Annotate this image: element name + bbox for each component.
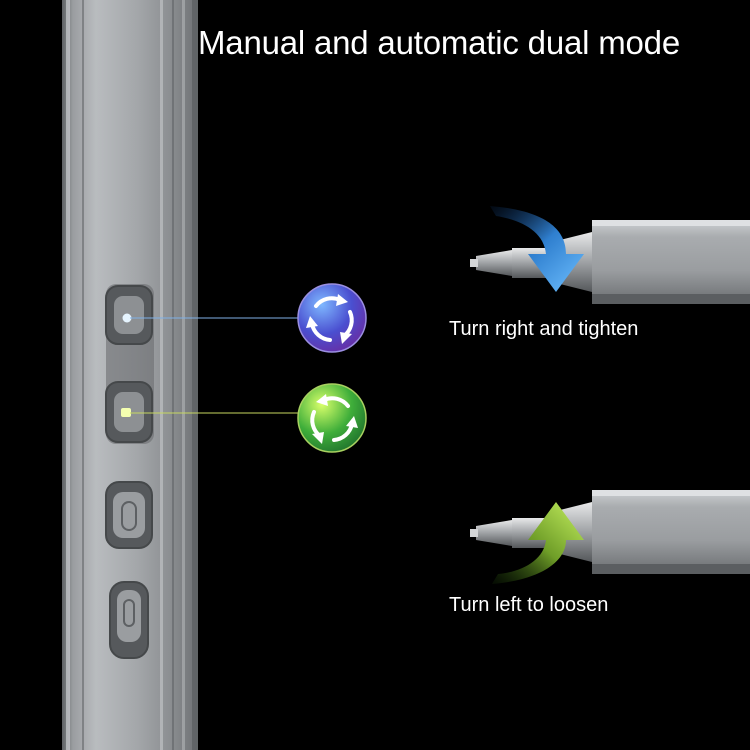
- loosen-arrow-icon: [492, 502, 584, 584]
- mode-button-4[interactable]: [109, 581, 149, 659]
- mode-button-1[interactable]: [105, 285, 153, 345]
- loosen-caption: Turn left to loosen: [449, 594, 609, 616]
- tighten-caption: Turn right and tighten: [449, 318, 639, 340]
- tighten-arrow-icon: [490, 206, 584, 292]
- mode-icon-blue: [297, 283, 367, 353]
- page-title: Manual and automatic dual mode: [198, 24, 680, 61]
- screwdriver-loosen: [470, 490, 750, 574]
- mode-button-2[interactable]: [105, 381, 153, 443]
- mode-icon-green: [297, 383, 367, 453]
- screwdriver-tighten: [470, 220, 750, 304]
- led-indicator-1: [122, 313, 132, 323]
- mode-button-3[interactable]: [105, 481, 153, 549]
- led-indicator-2: [121, 408, 131, 417]
